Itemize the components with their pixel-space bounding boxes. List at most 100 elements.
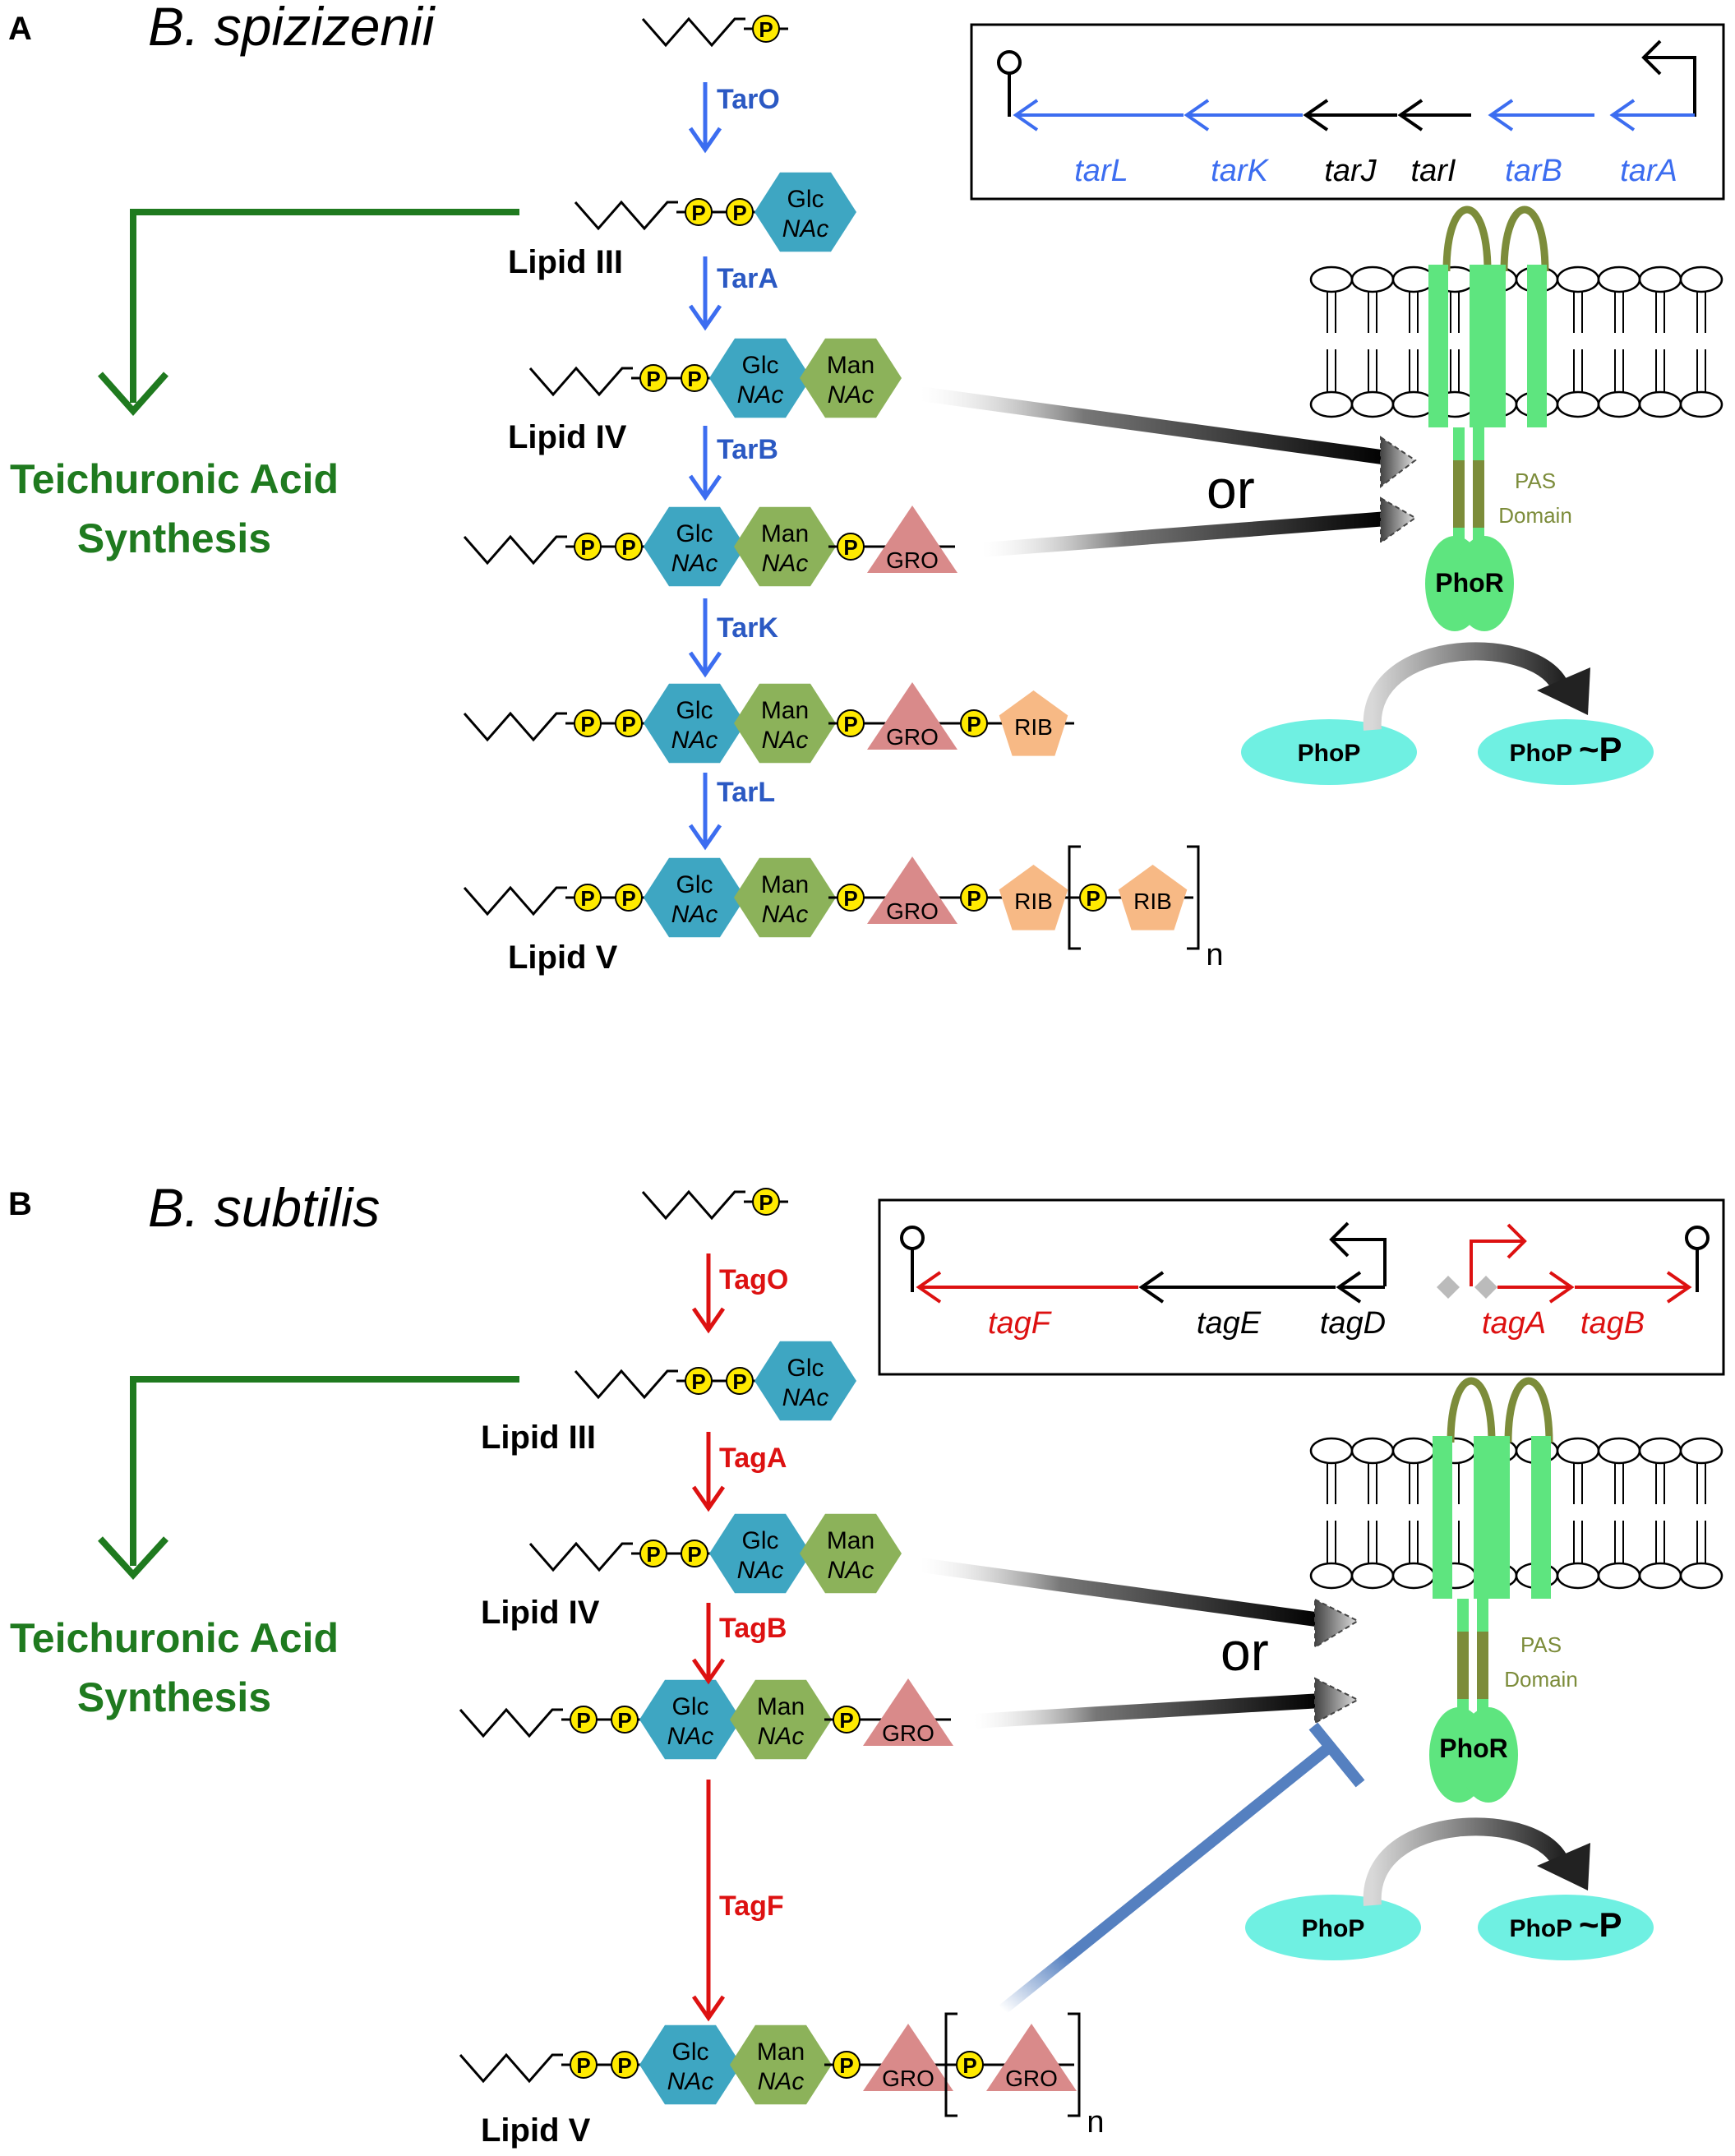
- phosphate-circle: [833, 1706, 861, 1734]
- lipid-head: [1350, 390, 1395, 418]
- chain-label: GRO: [886, 898, 939, 924]
- organism-name: B. subtilis: [148, 1177, 380, 1238]
- pathway-arrow: [691, 1780, 726, 2022]
- lipid-head: [1391, 390, 1436, 418]
- repeat-bracket: [1068, 845, 1081, 950]
- chain-label: NAc: [762, 727, 809, 754]
- chain-label: NAc: [758, 1723, 805, 1750]
- sugar-hexagon: [734, 506, 836, 587]
- enzyme-label: TarA: [717, 263, 778, 294]
- chain-label: Glc: [787, 1355, 824, 1382]
- gene-label: tarA: [1620, 154, 1677, 188]
- enzyme-label: TarB: [717, 434, 778, 465]
- lipid-head: [1556, 265, 1600, 293]
- or-label: or: [1220, 1621, 1269, 1682]
- lipid-chain: P: [641, 1188, 788, 1221]
- arrow-head: [688, 304, 722, 331]
- lipid-tail: [463, 534, 567, 566]
- pas-domain: [1473, 460, 1484, 528]
- phosphate-circle: [685, 198, 713, 226]
- chain-label: P: [617, 1708, 631, 1733]
- phosphate-circle: [960, 709, 988, 737]
- pathway-arrow: [688, 598, 722, 678]
- operon-box: tarL tarK tarJ tarI tarB tarA: [970, 23, 1725, 201]
- chain-label: P: [691, 1369, 705, 1394]
- chain-label: P: [967, 712, 981, 736]
- lipid-tail: [641, 16, 745, 48]
- pas-domain: [1457, 1632, 1469, 1699]
- chain-label: NAc: [671, 901, 718, 928]
- lipid-to-phor-arrows: or: [921, 1558, 1360, 1729]
- chain-label: P: [580, 886, 594, 911]
- lipid-label: Lipid V: [508, 939, 618, 976]
- phop-label: PhoP: [1302, 1915, 1365, 1942]
- enzyme-label: TagA: [719, 1443, 787, 1474]
- phosphate-circle: [574, 533, 602, 561]
- lipid-tail: [528, 1541, 633, 1572]
- phor-label: PhoR: [1439, 1734, 1508, 1763]
- chain-label: GRO: [882, 1720, 934, 1746]
- chain-label: P: [646, 367, 660, 391]
- chain-label: GRO: [1005, 2066, 1058, 2091]
- sugar-hexagon: [730, 1679, 832, 1760]
- chain-label: Glc: [676, 697, 713, 724]
- phosphate-circle: [615, 533, 643, 561]
- pathway-arrow: [688, 256, 722, 331]
- gene-label: tarK: [1211, 154, 1269, 188]
- pathway-arrow: [688, 773, 722, 851]
- phor-helix: [1428, 265, 1448, 427]
- chain-label: P: [1086, 886, 1100, 911]
- lipid-head: [1597, 265, 1641, 293]
- lipid-head: [1309, 390, 1354, 418]
- phosphate-circle: [570, 2051, 598, 2079]
- lipid-head: [1391, 1562, 1436, 1590]
- phop-p-label: PhoP ~P: [1509, 1905, 1622, 1944]
- pas-label: Domain: [1498, 503, 1572, 528]
- lipid-chain: P: [641, 15, 788, 48]
- chain-label: P: [732, 201, 746, 225]
- chain-label: Man: [761, 697, 809, 724]
- teichuronic-branch: Teichuronic Acid Synthesis: [10, 1376, 519, 1720]
- phop-p-ellipse: [1478, 1895, 1654, 1960]
- lipid-tail: [641, 1189, 745, 1221]
- phosphate-circle: [960, 884, 988, 912]
- chain-label: NAc: [737, 1557, 784, 1584]
- phor-loop: [1500, 205, 1549, 272]
- lipid-label: Lipid V: [481, 2112, 591, 2149]
- lipid-tail: [574, 200, 678, 231]
- chain-label: Glc: [742, 1527, 779, 1554]
- arrow-head: [691, 1307, 726, 1334]
- gene-label: tarL: [1074, 154, 1128, 188]
- enzyme-label: TagB: [719, 1613, 787, 1644]
- chain-label: P: [580, 712, 594, 736]
- chain-label: Glc: [676, 871, 713, 898]
- sugar-hexagon: [644, 857, 745, 938]
- lipid-head: [1350, 265, 1395, 293]
- phosphate-circle: [956, 2051, 984, 2079]
- enzyme-label: TagO: [719, 1264, 788, 1295]
- sugar-hexagon: [639, 1679, 741, 1760]
- arrow-head: [691, 1485, 726, 1512]
- sugar-hexagon: [730, 2024, 832, 2105]
- gene-label: tagF: [988, 1306, 1052, 1341]
- branch-label-line1: Teichuronic Acid: [10, 1615, 339, 1661]
- arrow-head: [691, 1995, 726, 2022]
- teichuronic-branch: Teichuronic Acid Synthesis: [10, 209, 519, 561]
- lipid-head: [1350, 1562, 1395, 1590]
- lipid-head: [1679, 390, 1723, 418]
- lipid-label: Lipid IV: [508, 419, 627, 455]
- phosphorylation-arrow: [1363, 642, 1571, 731]
- ribitol-pentagon: [999, 690, 1068, 756]
- lipid-head: [1556, 1437, 1600, 1465]
- chain-label: P: [732, 1369, 746, 1394]
- sugar-hexagon: [709, 338, 811, 418]
- lipid-tail: [463, 711, 567, 742]
- chain-label: NAc: [671, 550, 718, 577]
- phor-helix: [1531, 1436, 1551, 1599]
